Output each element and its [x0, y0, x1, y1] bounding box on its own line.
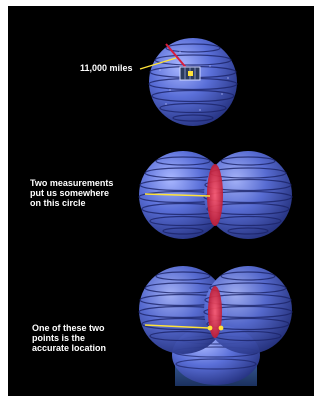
two-measurements-line-3: on this circle [30, 198, 113, 208]
satellite-icon [180, 67, 200, 80]
two-points-line-2: points is the [32, 333, 106, 343]
two-measurements-label: Two measurements put us somewhere on thi… [30, 178, 113, 208]
two-measurements-line-1: Two measurements [30, 178, 113, 188]
two-measurements-line-2: put us somewhere [30, 188, 113, 198]
distance-label-text: 11,000 miles [80, 63, 133, 73]
two-points-line-3: accurate location [32, 343, 106, 353]
two-points-line-1: One of these two [32, 323, 106, 333]
intersection-circle [207, 164, 223, 226]
two-points-label: One of these two points is the accurate … [32, 323, 106, 353]
distance-label: 11,000 miles [80, 63, 133, 73]
globe-single [149, 38, 237, 126]
